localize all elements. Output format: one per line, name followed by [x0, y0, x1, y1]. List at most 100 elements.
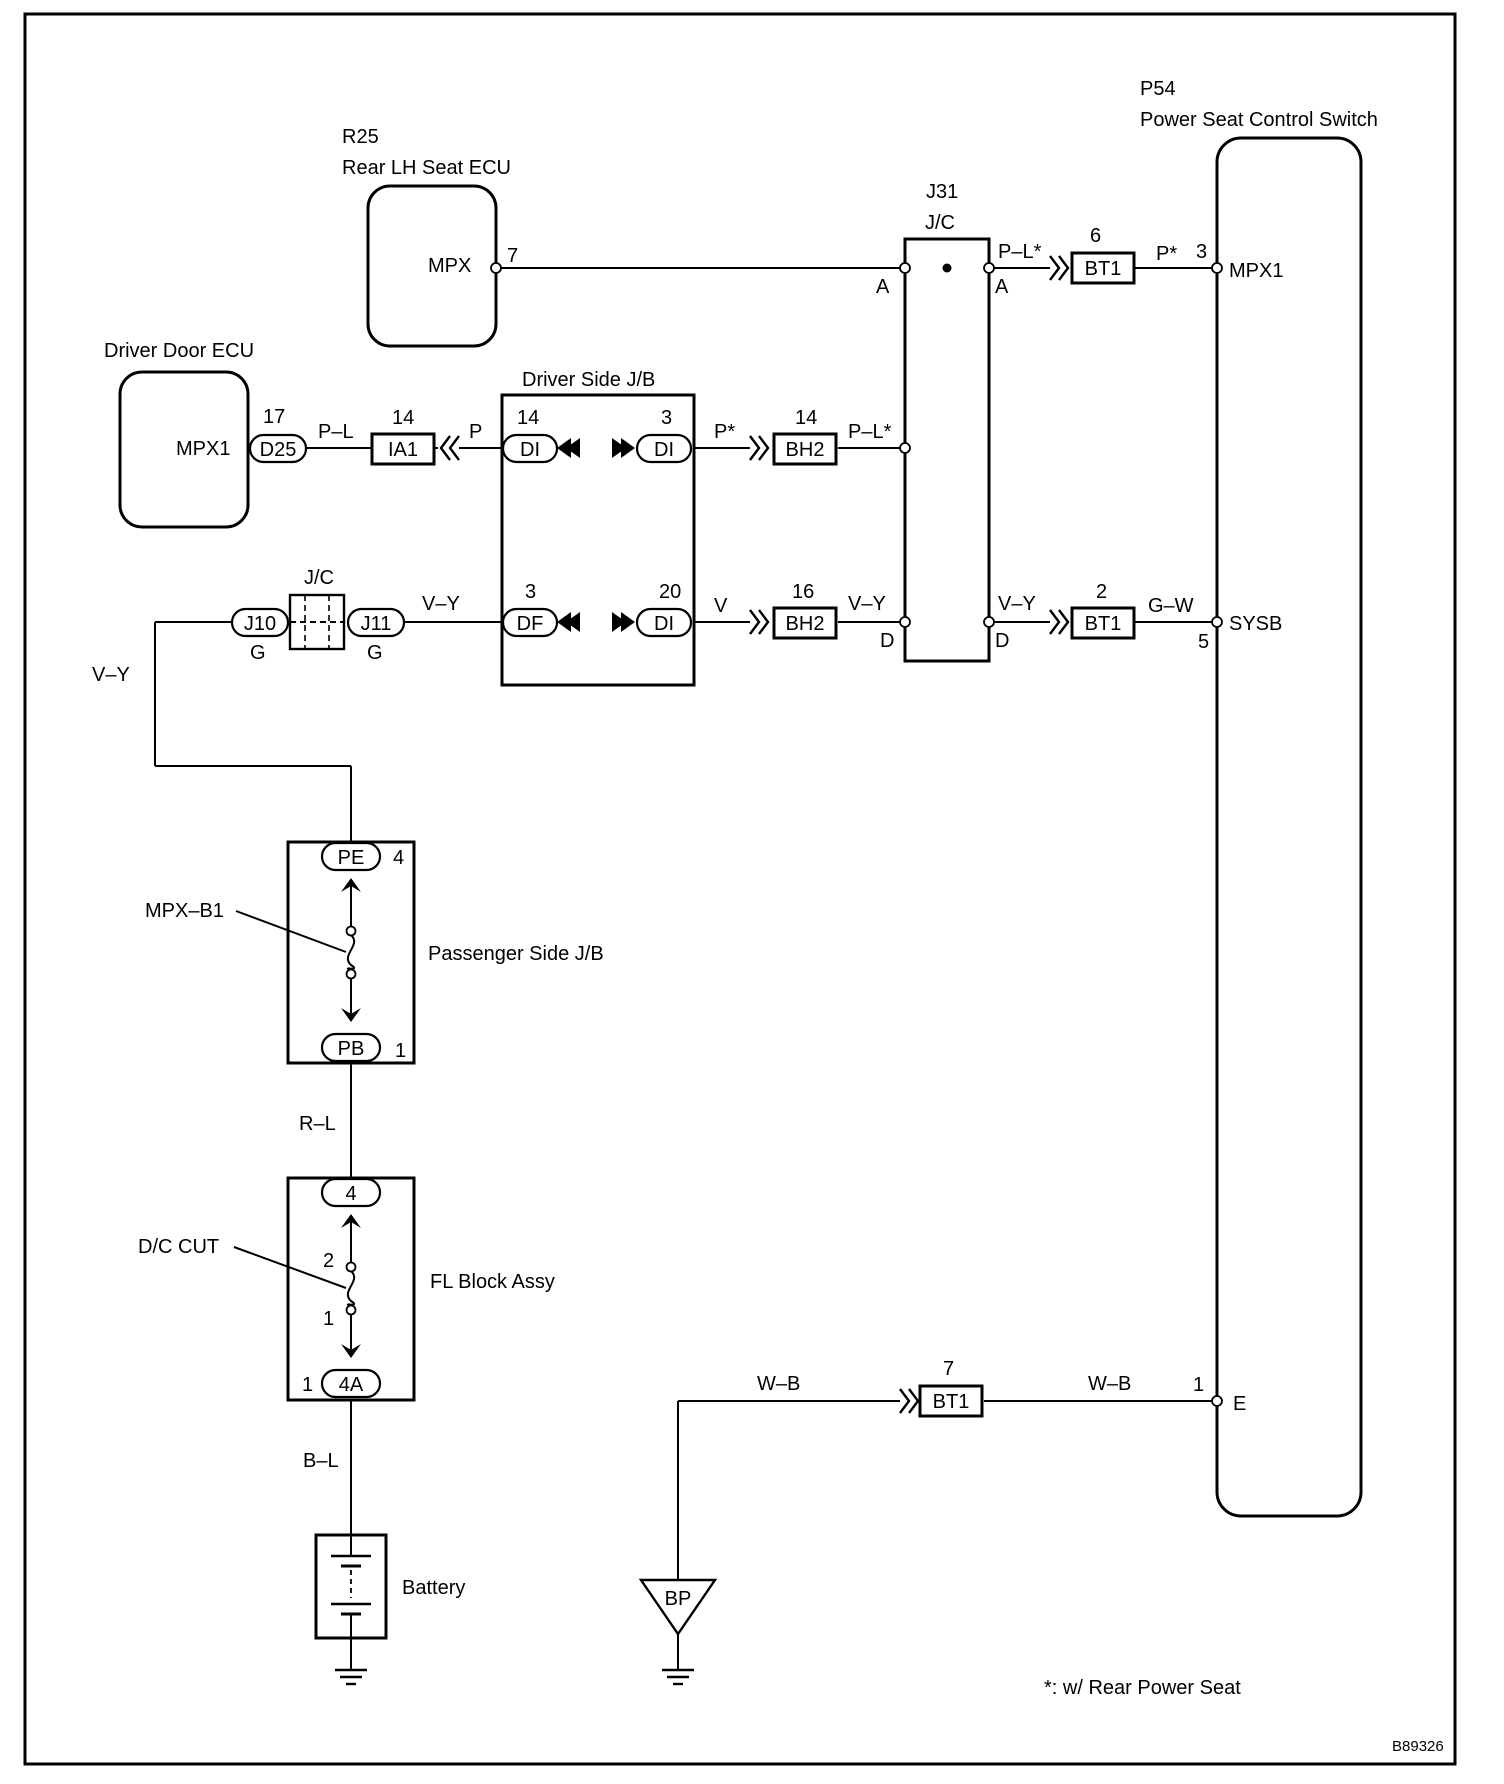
ia1-connector: 14 IA1	[370, 407, 436, 466]
ground-point-bp: BP	[638, 1578, 718, 1637]
battery-ground-icon	[335, 1668, 367, 1686]
p54-code: P54	[1140, 78, 1176, 100]
passenger-jb-name: Passenger Side J/B	[428, 943, 604, 965]
bh2-bot-connector: 16 BH2	[772, 581, 838, 640]
driver-door-ecu-pin: 17	[263, 406, 285, 428]
p54-pin-sysb: 5	[1198, 631, 1209, 653]
wire-bp-bt1: W–B	[757, 1373, 800, 1395]
wire-j11-jb: V–Y	[422, 593, 460, 615]
figure-code: B89326	[1392, 1738, 1444, 1755]
wire-j31-bt1-top: P–L*	[998, 241, 1042, 263]
wire-jb-bh2-bot: V	[714, 595, 728, 617]
driver-jb-c3: DF	[517, 613, 544, 635]
rear-lh-seat-ecu: R25 Rear LH Seat ECU MPX 7	[342, 126, 518, 348]
jc-right-sub: G	[367, 642, 383, 664]
j31-code: J31	[926, 181, 958, 203]
wire-bt1-p54-top: P*	[1156, 243, 1177, 265]
left-jc: J/C J10 J11 G G	[230, 567, 406, 664]
wire-ia1-jb: P	[469, 421, 482, 443]
footnote: *: w/ Rear Power Seat	[1044, 1677, 1241, 1699]
bh2-top-terminal	[748, 434, 770, 462]
bt1-top-pin: 6	[1090, 225, 1101, 247]
p54-pin-e: 1	[1193, 1374, 1204, 1396]
driver-jb-c2: DI	[654, 439, 674, 461]
j31-junction-connector: J31 J/C A A D D	[876, 181, 1009, 663]
bt1-gnd-pin: 7	[943, 1358, 954, 1380]
battery: Battery	[314, 1533, 465, 1640]
bt1-mid-code: BT1	[1085, 613, 1122, 635]
pe-pin: 4	[393, 847, 404, 869]
driver-side-jb: Driver Side J/B 14 DI 3 DI 3 DF 20 DI	[500, 369, 696, 687]
pb-pin: 1	[395, 1040, 406, 1062]
r25-name: Rear LH Seat ECU	[342, 157, 511, 179]
r25-terminal: MPX	[428, 255, 471, 277]
diagram-frame	[23, 12, 1457, 1766]
wire-d25-ia1: P–L	[318, 421, 354, 443]
fl-block-assy: FL Block Assy 4 2 1 4A 1 D/C CUT	[138, 1176, 555, 1402]
driver-door-ecu-terminal: MPX1	[176, 438, 230, 460]
ia1-pin: 14	[392, 407, 414, 429]
bt1-top-terminal	[1048, 254, 1070, 282]
bh2-bot-terminal	[748, 608, 770, 636]
ia1-code: IA1	[388, 439, 418, 461]
jc-left-sub: G	[250, 642, 266, 664]
driver-jb-c1pin: 14	[517, 407, 539, 429]
fl-block-name: FL Block Assy	[430, 1271, 555, 1293]
p54-terminal-e: E	[1233, 1393, 1246, 1415]
wire-bt1-p54-gnd: W–B	[1088, 1373, 1131, 1395]
driver-jb-c2pin: 3	[661, 407, 672, 429]
p54-terminal-mpx1: MPX1	[1229, 260, 1283, 282]
bp-ground-icon	[662, 1668, 694, 1686]
bh2-bot-pin: 16	[792, 581, 814, 603]
driver-jb-c4: DI	[654, 613, 674, 635]
d25-connector: D25	[260, 439, 297, 461]
dc-cut-fuse-label: D/C CUT	[138, 1236, 219, 1258]
fl-fuse-pin-top: 2	[323, 1250, 334, 1272]
battery-name: Battery	[402, 1577, 465, 1599]
wire-bh2-j31-top: P–L*	[848, 421, 892, 443]
bh2-top-connector: 14 BH2	[772, 407, 838, 466]
bt1-mid-connector: 2 BT1	[1070, 581, 1136, 640]
pb-connector: PB	[338, 1038, 365, 1060]
driver-door-ecu: Driver Door ECU MPX1 17 D25	[104, 340, 308, 529]
bt1-top-code: BT1	[1085, 258, 1122, 280]
left-jc-type: J/C	[304, 567, 334, 589]
driver-jb-c1: DI	[520, 439, 540, 461]
mpx-b1-fuse-label: MPX–B1	[145, 900, 224, 922]
driver-door-ecu-name: Driver Door ECU	[104, 340, 254, 362]
fl-4a-pin: 1	[302, 1374, 313, 1396]
wire-jb-bh2-top: P*	[714, 421, 735, 443]
bt1-mid-terminal	[1048, 608, 1070, 636]
driver-jb-name: Driver Side J/B	[522, 369, 655, 391]
ia1-male-terminal	[439, 434, 461, 462]
bt1-gnd-code: BT1	[933, 1391, 970, 1413]
power-seat-control-switch: P54 Power Seat Control Switch 3 MPX1 SYS…	[1140, 78, 1378, 1518]
wire-bh2-j31-bot: V–Y	[848, 593, 886, 615]
bt1-gnd-terminal	[898, 1387, 920, 1415]
r25-code: R25	[342, 126, 379, 148]
pe-connector: PE	[338, 847, 365, 869]
j31-type: J/C	[925, 212, 955, 234]
bt1-mid-pin: 2	[1096, 581, 1107, 603]
passenger-side-jb: Passenger Side J/B PE 4 PB 1 MPX–B1	[145, 840, 604, 1065]
wire-fl-batt: B–L	[303, 1450, 339, 1472]
bt1-gnd-connector: 7 BT1	[918, 1358, 984, 1418]
jc-right-connector: J11	[361, 613, 392, 635]
driver-jb-c3pin: 3	[525, 581, 536, 603]
wire-pjb-fl: R–L	[299, 1113, 336, 1135]
wire-j31-bt1-mid: V–Y	[998, 593, 1036, 615]
j31-d-right: D	[995, 630, 1009, 652]
bh2-top-code: BH2	[786, 439, 825, 461]
j31-d-left: D	[880, 630, 894, 652]
bp-label: BP	[665, 1588, 692, 1610]
bh2-top-pin: 14	[795, 407, 817, 429]
p54-pin-mpx1: 3	[1196, 241, 1207, 263]
bh2-bot-code: BH2	[786, 613, 825, 635]
bt1-top-connector: 6 BT1	[1070, 225, 1136, 285]
fl-4a-connector: 4A	[339, 1374, 364, 1396]
wire-left-drop: V–Y	[92, 664, 130, 686]
fl-top-connector: 4	[345, 1183, 356, 1205]
p54-name: Power Seat Control Switch	[1140, 109, 1378, 131]
wire-bt1-p54-mid: G–W	[1148, 595, 1194, 617]
